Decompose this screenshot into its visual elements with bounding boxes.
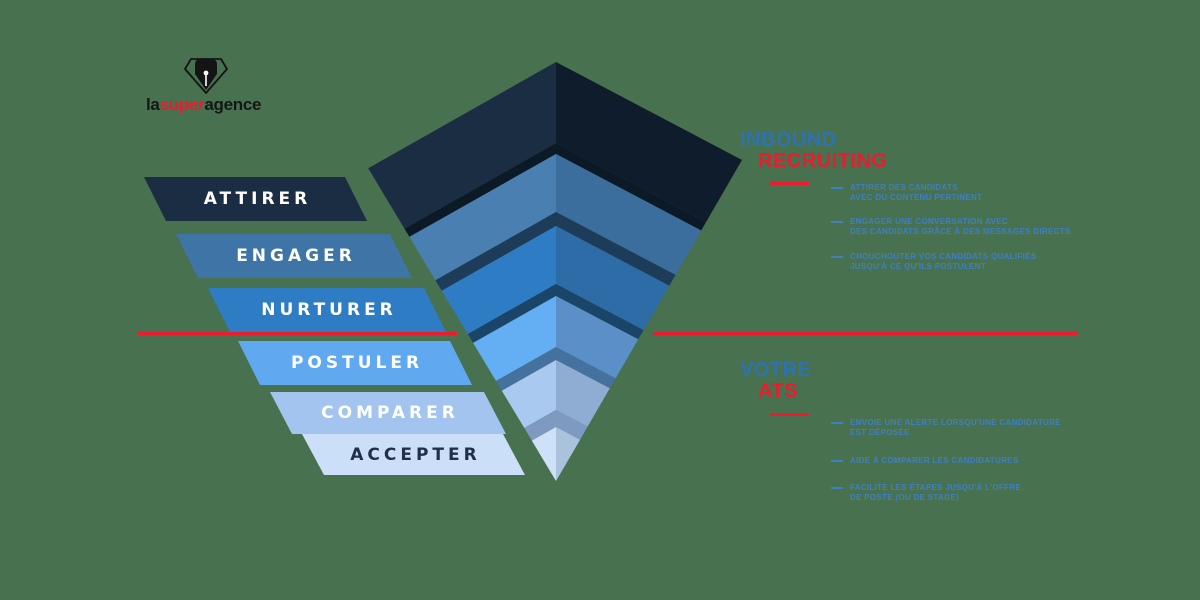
logo-wordmark: lasuperagence xyxy=(146,95,261,115)
ats-bullet-3: FACILITE LES ÉTAPES JUSQU'À L'OFFRE DE P… xyxy=(831,483,1111,503)
logo-part-super: super xyxy=(159,95,205,114)
stage-label: ACCEPTER xyxy=(350,444,481,465)
bullet-line: JUSQU'À CE QU'ILS POSTULENT xyxy=(850,262,986,271)
bullet-dash-icon xyxy=(831,487,843,489)
logo-part-la: la xyxy=(146,95,160,114)
funnel-band6-right-face xyxy=(556,427,581,481)
funnel-band2-left-face xyxy=(409,154,556,281)
logo-part-agence: agence xyxy=(204,95,262,114)
bullet-dash-icon xyxy=(831,221,843,223)
stage-bar-accepter: ACCEPTER xyxy=(302,434,525,475)
ats-bullet-1: ENVOIE UNE ALERTE LORSQU'UNE CANDIDATURE… xyxy=(831,418,1111,438)
title-votre: VOTRE xyxy=(740,359,812,381)
bullet-line: AVEC DU CONTENU PERTINENT xyxy=(850,193,983,202)
stage-bar-attirer: ATTIRER xyxy=(144,177,367,221)
bullet-line: ENGAGER UNE CONVERSATION AVEC xyxy=(850,217,1008,226)
stage-label: POSTULER xyxy=(290,353,424,373)
bullet-line: AIDE À COMPARER LES CANDIDATURES xyxy=(850,456,1019,465)
bullet-dash-icon xyxy=(831,256,843,258)
stage-label: ENGAGER xyxy=(236,246,356,266)
funnel-band1-right-face xyxy=(556,62,742,223)
funnel-band4-edge xyxy=(496,347,616,391)
stage-bar-engager: ENGAGER xyxy=(176,234,412,278)
bullet-dash-icon xyxy=(831,460,843,462)
bullet-line: DES CANDIDATS GRÂCE À DES MESSAGES DIREC… xyxy=(850,227,1071,236)
funnel-band5-right-face xyxy=(556,360,610,427)
stage-bar-comparer: COMPARER xyxy=(270,392,506,434)
stage-label: ATTIRER xyxy=(203,189,312,209)
funnel-band3-left-face xyxy=(441,226,556,334)
funnel-band1-left-face xyxy=(368,62,556,229)
bullet-dash-icon xyxy=(831,422,843,424)
funnel-band3-right-face xyxy=(556,226,670,331)
stage-label: NURTURER xyxy=(261,300,397,320)
title-ats: ATS xyxy=(758,380,799,402)
funnel-band4-left-face xyxy=(473,296,556,381)
funnel-band2-right-face xyxy=(556,154,702,275)
funnel-band5-left-face xyxy=(501,360,556,428)
funnel-band6-left-face xyxy=(531,427,556,481)
diamond-pen-nib-icon xyxy=(184,58,228,94)
bullet-dash-icon xyxy=(831,187,843,189)
inbound-bullet-3: CHOUCHOUTER VOS CANDIDATS QUALIFIÉS JUSQ… xyxy=(831,252,1111,272)
votre-ats-title: VOTRE ATS xyxy=(740,360,811,402)
divider-line-left xyxy=(138,332,457,335)
bullet-line: EST DÉPOSÉE xyxy=(850,428,910,437)
stage-bar-nurturer: NURTURER xyxy=(208,288,446,332)
inbound-bullet-1: ATTIRER DES CANDIDATS AVEC DU CONTENU PE… xyxy=(831,183,1111,203)
funnel-band3-edge xyxy=(467,284,644,343)
funnel-band2-edge xyxy=(435,212,676,291)
bullet-line: FACILITE LES ÉTAPES JUSQU'À L'OFFRE xyxy=(850,483,1022,492)
funnel-band5-edge xyxy=(524,410,588,441)
bullet-line: ENVOIE UNE ALERTE LORSQU'UNE CANDIDATURE xyxy=(850,418,1061,427)
title-inbound: INBOUND xyxy=(740,129,837,151)
inbound-title-underline xyxy=(770,182,809,185)
title-recruiting: RECRUITING xyxy=(758,150,888,172)
stage-bar-postuler: POSTULER xyxy=(238,341,472,385)
bullet-line: DE POSTE (OU DE STAGE) xyxy=(850,493,960,502)
inbound-recruiting-title: INBOUND RECRUITING xyxy=(740,130,887,172)
bullet-line: CHOUCHOUTER VOS CANDIDATS QUALIFIÉS xyxy=(850,252,1037,261)
bullet-line: ATTIRER DES CANDIDATS xyxy=(850,183,958,192)
inbound-bullet-2: ENGAGER UNE CONVERSATION AVEC DES CANDID… xyxy=(831,217,1111,237)
stage-label: COMPARER xyxy=(321,403,459,423)
ats-bullet-2: AIDE À COMPARER LES CANDIDATURES xyxy=(831,456,1111,466)
divider-line-right xyxy=(653,332,1078,335)
ats-title-underline xyxy=(770,413,809,416)
funnel-band4-right-face xyxy=(556,296,639,379)
